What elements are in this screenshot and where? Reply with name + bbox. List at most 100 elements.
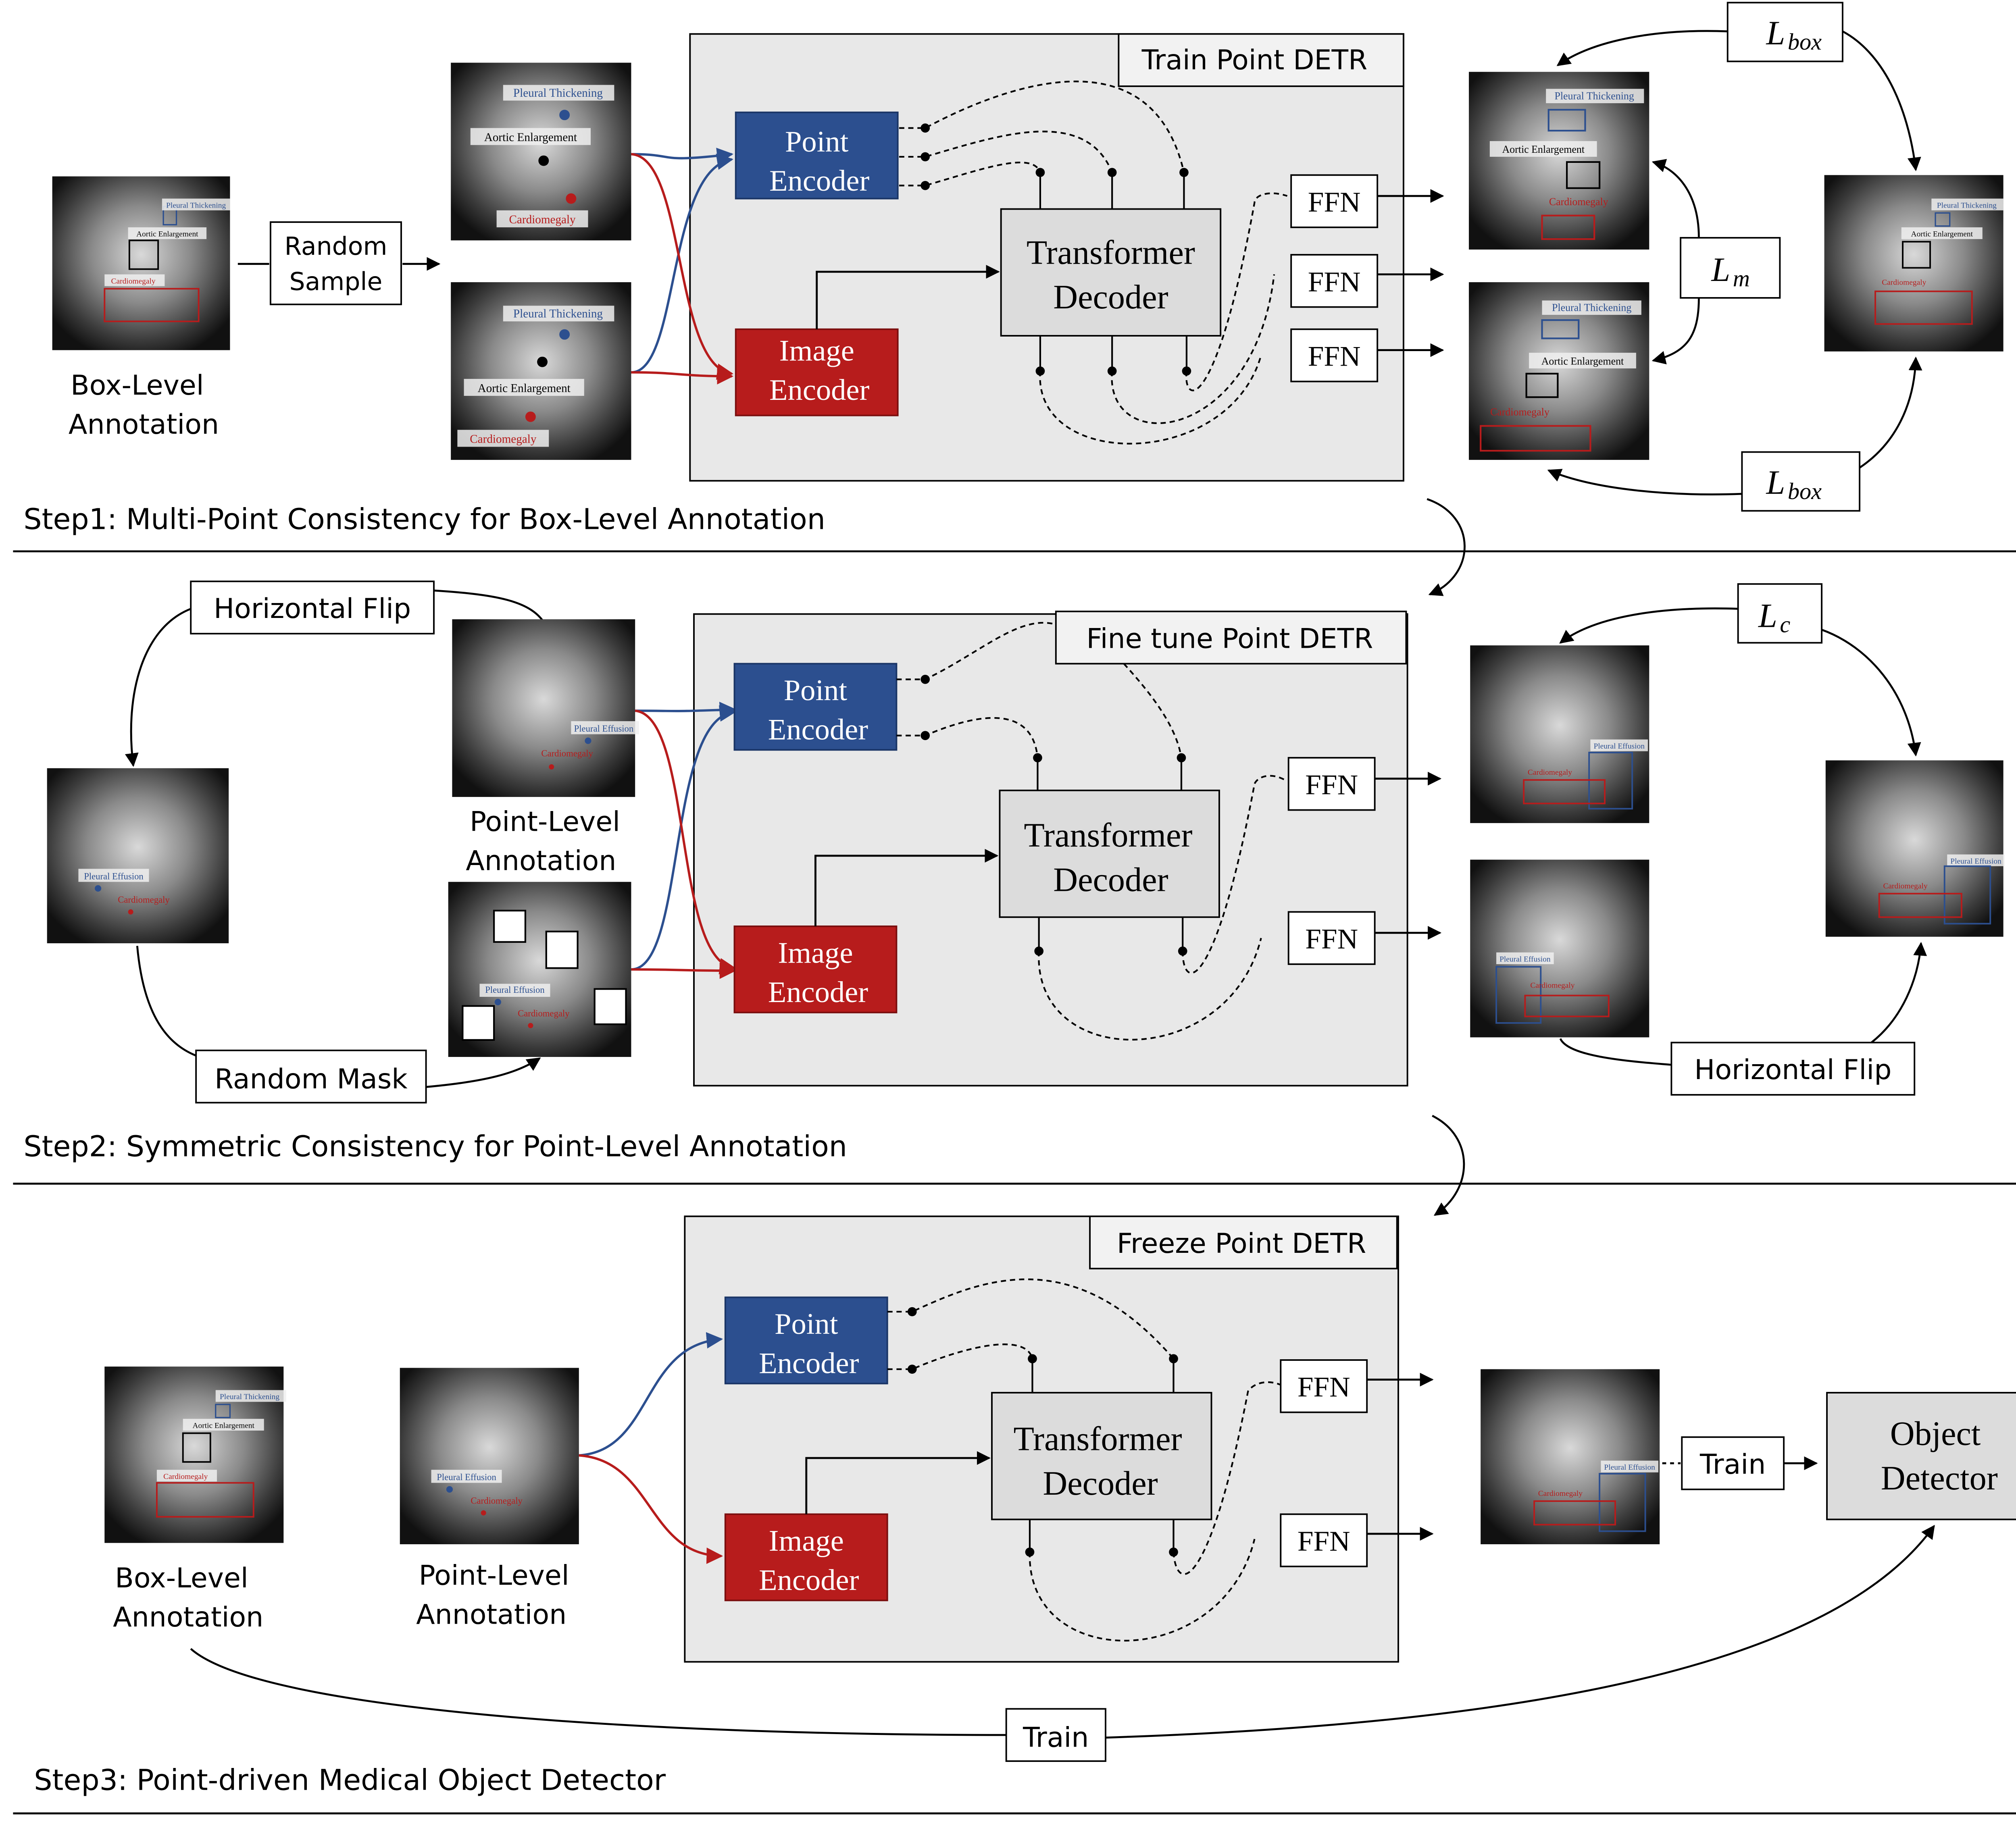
horizontal-flip-right: Horizontal Flip bbox=[1694, 1054, 1891, 1086]
step1-image-encoder bbox=[735, 328, 899, 416]
svg-text:box: box bbox=[1788, 478, 1822, 504]
svg-text:Image: Image bbox=[779, 335, 854, 368]
horizontal-flip-left: Horizontal Flip bbox=[214, 593, 411, 625]
step1-input-label-line1: Box-Level bbox=[71, 370, 204, 401]
step1-sample-xray-2: Pleural Thickening Aortic Enlargement Ca… bbox=[451, 282, 631, 460]
svg-text:Object: Object bbox=[1890, 1415, 1981, 1453]
svg-text:Decoder: Decoder bbox=[1053, 279, 1168, 316]
svg-text:Transformer: Transformer bbox=[1024, 817, 1192, 854]
step3-image-encoder bbox=[724, 1513, 888, 1601]
svg-text:L: L bbox=[1758, 597, 1777, 635]
train-bottom-box bbox=[1005, 1708, 1106, 1762]
step1-title: Step1: Multi-Point Consistency for Box-L… bbox=[23, 503, 825, 536]
step1-output-xray-2: Pleural Thickening Aortic Enlargement Ca… bbox=[1468, 282, 1649, 460]
svg-text:L: L bbox=[1711, 251, 1730, 289]
step2-ffn-2 bbox=[1287, 911, 1376, 965]
step1-sample-xray-1: Pleural Thickening Aortic Enlargement Ca… bbox=[451, 62, 631, 241]
train-bottom: Train bbox=[1023, 1722, 1089, 1753]
train-top-box bbox=[1681, 1436, 1785, 1490]
step3-point-label-line2: Annotation bbox=[416, 1599, 566, 1631]
svg-text:Aortic Enlargement: Aortic Enlargement bbox=[478, 382, 571, 395]
svg-text:Aortic Enlargement: Aortic Enlargement bbox=[484, 131, 577, 144]
step1-ffn-3 bbox=[1290, 328, 1379, 383]
svg-text:Encoder: Encoder bbox=[768, 976, 868, 1009]
step2-point-label-line2: Annotation bbox=[466, 845, 616, 877]
step1-ffn-1 bbox=[1290, 174, 1379, 228]
svg-text:Cardiomegaly: Cardiomegaly bbox=[518, 1009, 570, 1019]
svg-text:Encoder: Encoder bbox=[769, 164, 869, 198]
loss-m bbox=[1680, 237, 1781, 299]
svg-text:Image: Image bbox=[778, 937, 853, 970]
step1-input-xray: Pleural Thickening Aortic Enlargement Ca… bbox=[52, 176, 230, 350]
svg-text:Pleural Effusion: Pleural Effusion bbox=[485, 985, 545, 995]
step1-input-label-line2: Annotation bbox=[69, 409, 219, 441]
step2-flipped-xray: Pleural Effusion Cardiomegaly bbox=[47, 768, 229, 944]
svg-text:Encoder: Encoder bbox=[759, 1347, 859, 1380]
svg-text:FFN: FFN bbox=[1308, 341, 1361, 372]
svg-text:FFN: FFN bbox=[1297, 1525, 1350, 1557]
svg-text:Cardiomegaly: Cardiomegaly bbox=[1549, 196, 1608, 208]
step2-point-label-line1: Point-Level bbox=[470, 806, 620, 838]
svg-text:Transformer: Transformer bbox=[1013, 1421, 1182, 1458]
step2-image-encoder bbox=[733, 925, 898, 1013]
loss-box-top bbox=[1727, 2, 1843, 62]
svg-text:Aortic Enlargement: Aortic Enlargement bbox=[1911, 230, 1973, 239]
svg-text:Aortic Enlargement: Aortic Enlargement bbox=[136, 230, 198, 239]
svg-text:Encoder: Encoder bbox=[769, 374, 869, 407]
svg-text:Encoder: Encoder bbox=[768, 713, 868, 746]
step2-output-xray-1: Pleural Effusion Cardiomegaly bbox=[1470, 645, 1649, 823]
step3-panel-title: Freeze Point DETR bbox=[1117, 1228, 1366, 1260]
svg-text:Pleural Thickening: Pleural Thickening bbox=[220, 1393, 279, 1401]
step3-point-encoder bbox=[724, 1296, 888, 1385]
object-detector bbox=[1826, 1392, 2016, 1520]
loss-c bbox=[1737, 583, 1823, 644]
svg-text:Point: Point bbox=[784, 674, 848, 707]
svg-text:Cardiomegaly: Cardiomegaly bbox=[1528, 768, 1572, 777]
svg-text:Pleural Effusion: Pleural Effusion bbox=[574, 724, 634, 734]
svg-text:Decoder: Decoder bbox=[1043, 1465, 1158, 1502]
step2-target-xray: Pleural Effusion Cardiomegaly bbox=[1825, 760, 2005, 937]
svg-text:Cardiomegaly: Cardiomegaly bbox=[470, 433, 537, 446]
step2-output-xray-2: Pleural Effusion Cardiomegaly bbox=[1470, 859, 1649, 1038]
step2-point-encoder bbox=[733, 663, 898, 751]
svg-text:c: c bbox=[1780, 611, 1790, 638]
train-top: Train bbox=[1699, 1449, 1766, 1481]
svg-text:Cardiomegaly: Cardiomegaly bbox=[163, 1473, 208, 1481]
svg-text:Cardiomegaly: Cardiomegaly bbox=[111, 277, 156, 285]
step3-ffn-1 bbox=[1280, 1359, 1368, 1413]
svg-text:Pleural Thickening: Pleural Thickening bbox=[513, 87, 603, 100]
svg-text:FFN: FFN bbox=[1305, 769, 1358, 801]
svg-text:Pleural Thickening: Pleural Thickening bbox=[513, 308, 603, 320]
step3-transformer-decoder bbox=[991, 1392, 1212, 1520]
svg-text:Decoder: Decoder bbox=[1053, 861, 1168, 898]
step2-panel-title-box bbox=[1055, 610, 1407, 665]
step1-ffn-2 bbox=[1290, 254, 1379, 308]
svg-text:Pleural Effusion: Pleural Effusion bbox=[1500, 955, 1551, 963]
step3-title: Step3: Point-driven Medical Object Detec… bbox=[34, 1763, 666, 1797]
step1-point-encoder bbox=[735, 111, 899, 200]
svg-text:Image: Image bbox=[769, 1525, 844, 1558]
svg-text:L: L bbox=[1766, 15, 1785, 52]
svg-text:Pleural Thickening: Pleural Thickening bbox=[1937, 201, 1997, 210]
svg-text:FFN: FFN bbox=[1305, 923, 1358, 955]
svg-text:Aortic Enlargement: Aortic Enlargement bbox=[192, 1422, 254, 1430]
random-sample-line1: Random bbox=[284, 232, 387, 261]
step3-output-xray: Pleural Effusion Cardiomegaly bbox=[1481, 1369, 1660, 1544]
step1-panel-title: Train Point DETR bbox=[1141, 44, 1368, 76]
step3-panel-title-box bbox=[1089, 1215, 1398, 1270]
random-mask: Random Mask bbox=[215, 1063, 408, 1095]
step2-panel-title: Fine tune Point DETR bbox=[1086, 623, 1373, 655]
horizontal-flip-left-box bbox=[190, 580, 435, 634]
step2-masked-xray: Pleural Effusion Cardiomegaly bbox=[448, 882, 631, 1057]
step1-section: Train Point DETR Pleural Thickening Aort… bbox=[23, 2, 2004, 536]
step1-target-xray: Pleural Thickening Aortic Enlargement Ca… bbox=[1824, 175, 2004, 351]
svg-text:Cardiomegaly: Cardiomegaly bbox=[1530, 981, 1574, 990]
loss-box-bottom bbox=[1741, 451, 1861, 512]
svg-text:Pleural Effusion: Pleural Effusion bbox=[1950, 857, 2001, 865]
svg-text:Transformer: Transformer bbox=[1027, 234, 1195, 272]
step2-point-xray: Pleural Effusion Cardiomegaly bbox=[452, 619, 639, 797]
svg-text:Pleural Effusion: Pleural Effusion bbox=[1604, 1463, 1655, 1472]
svg-text:Pleural Thickening: Pleural Thickening bbox=[1552, 302, 1631, 313]
